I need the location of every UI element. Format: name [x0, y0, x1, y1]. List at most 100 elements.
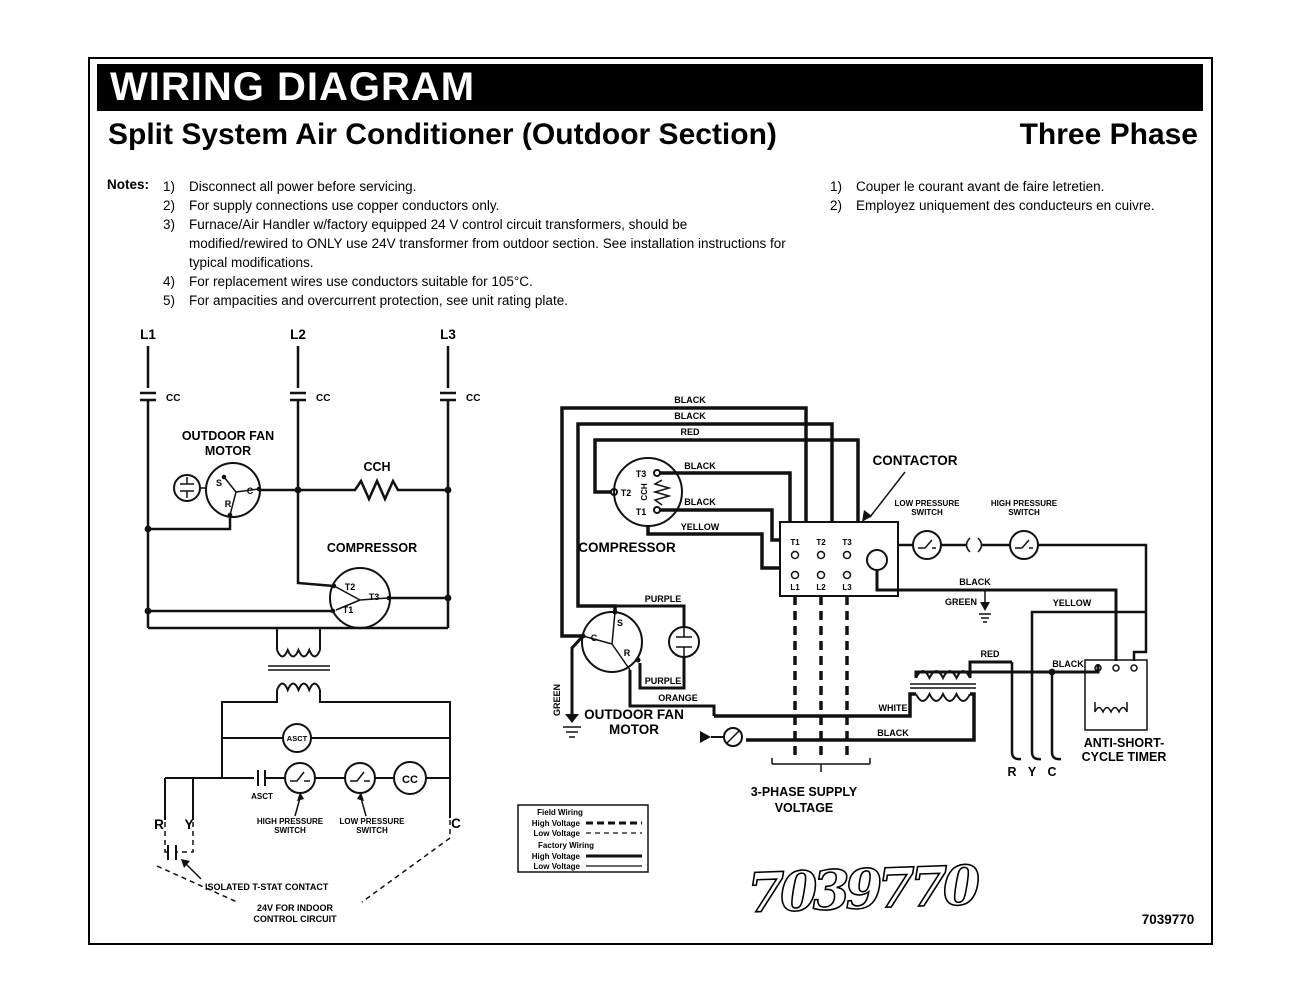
terminal-c-label: C	[451, 816, 461, 831]
hp-switch-contact	[1015, 539, 1033, 549]
notes-english: 1) Disconnect all power before servicing…	[163, 177, 788, 310]
red-wire-2	[968, 660, 1012, 678]
ground-arrowhead	[980, 602, 990, 611]
tstat-contact-bars	[167, 845, 177, 860]
timer-box	[1084, 659, 1148, 731]
lp-switch-contact	[350, 771, 370, 782]
compressor-label: COMPRESSOR	[327, 541, 417, 555]
compressor-t3-label: T3	[636, 469, 647, 479]
compressor-cch-label: CCH	[640, 483, 649, 501]
black-wire-4	[660, 508, 780, 542]
control-row-wire	[165, 770, 450, 786]
transformer-secondary-coil	[276, 682, 321, 693]
wire-label-black-5: BLACK	[959, 577, 991, 587]
supply-label-1: 3-PHASE SUPPLY	[751, 785, 858, 799]
wire-label-black-3: BLACK	[684, 461, 716, 471]
compressor-t2-label: T2	[345, 582, 356, 592]
contactor-arrowhead	[862, 510, 872, 522]
cc-contact-label-2: CC	[316, 393, 330, 404]
supply-label-2: VOLTAGE	[775, 801, 834, 815]
fan-motor-symbol	[581, 611, 643, 673]
hp-switch-label-2: SWITCH	[1008, 508, 1040, 517]
wire-label-black-7: BLACK	[1052, 659, 1084, 669]
transformer-core	[268, 665, 330, 671]
contactor-label: CONTACTOR	[873, 453, 958, 468]
red-wire-1	[593, 438, 860, 522]
lp-arrowhead	[357, 792, 364, 801]
wire-label-yellow-1: YELLOW	[681, 522, 720, 532]
contactor-t1-terminal	[790, 550, 800, 560]
compressor-t1-label: T1	[343, 605, 354, 615]
notes-french: 1) Couper le courant avant de faire letr…	[830, 177, 1205, 215]
contactor-l3-terminal	[842, 570, 852, 580]
hp-arrowhead	[297, 792, 304, 801]
yellow-wire-1	[646, 526, 780, 570]
terminal-stubs	[164, 778, 451, 820]
indoor-circuit-label-1: 24V FOR INDOOR	[257, 903, 334, 913]
cc-coil-symbol	[393, 761, 427, 795]
wire-label-black-2: BLACK	[674, 411, 706, 421]
fan-motor-title-1: OUTDOOR FAN	[584, 707, 684, 722]
transformer-primary-coil	[276, 647, 321, 658]
legend-field-title: Field Wiring	[537, 808, 583, 817]
note-row: 1) Couper le courant avant de faire letr…	[830, 177, 1205, 196]
part-number: 7039770	[1142, 912, 1195, 927]
wire-label-green-1: GREEN	[945, 597, 977, 607]
timer-terminal	[1112, 664, 1120, 672]
hp-switch-label-1: HIGH PRESSURE	[257, 817, 324, 826]
secondary-rails	[221, 690, 451, 778]
junction-dot	[294, 486, 302, 494]
fan-motor-title-2: MOTOR	[609, 722, 659, 737]
fan-motor-title-1: OUTDOOR FAN	[182, 429, 274, 443]
note-number: 2)	[830, 198, 843, 213]
contactor-box	[779, 521, 899, 597]
white-wire	[714, 692, 916, 718]
compressor-t1-label: T1	[636, 507, 647, 517]
purple-wire-1	[615, 604, 686, 627]
transformer-primary-coil	[915, 691, 971, 702]
wire-label-red-2: RED	[980, 649, 1000, 659]
asct-coil-symbol	[282, 723, 312, 753]
phase-label: Three Phase	[1019, 118, 1198, 151]
supply-field-wires	[793, 596, 849, 758]
tstat-arrowhead	[181, 859, 190, 868]
note-row: 1) Disconnect all power before servicing…	[163, 177, 788, 196]
wire-label-black-4: BLACK	[684, 497, 716, 507]
contactor-coil	[866, 549, 888, 571]
transformer-primary-leads	[276, 628, 321, 650]
cch-heater-wire	[260, 477, 448, 503]
note-text: For ampacities and overcurrent protectio…	[189, 293, 568, 308]
page-border	[88, 57, 1213, 945]
note-number: 4)	[163, 274, 176, 289]
note-number: 3)	[163, 217, 176, 232]
terminal-c-label: C	[1047, 765, 1056, 779]
note-text: Employez uniquement des conducteurs en c…	[856, 198, 1155, 213]
fan-terminal-s	[221, 474, 227, 480]
part-number-stamp: 7039770	[746, 853, 981, 925]
page-title: WIRING DIAGRAM	[110, 65, 476, 109]
note-number: 2)	[163, 198, 176, 213]
contactor-l1-terminal	[790, 570, 800, 580]
note-text: For replacement wires use conductors sui…	[189, 274, 533, 289]
contactor-l1-label: L1	[790, 583, 800, 592]
wire-label-white: WHITE	[879, 703, 908, 713]
junction-dot	[144, 525, 152, 533]
contactor-l3-label: L3	[842, 583, 852, 592]
capacitor-plates	[676, 627, 692, 657]
compressor-terminal-t3	[653, 469, 661, 477]
line-l3-label: L3	[440, 327, 456, 342]
timer-terminal	[1094, 664, 1102, 672]
hp-switch-label-2: SWITCH	[274, 826, 306, 835]
wire-label-black-6: BLACK	[877, 728, 909, 738]
lp-switch-label-2: SWITCH	[911, 508, 943, 517]
fan-terminal-s	[612, 609, 618, 615]
right-connection-diagram: CCH T3 T2 T1 COMPRESSOR BLACK BLACK RED …	[552, 395, 1166, 815]
line-l1-label: L1	[140, 327, 156, 342]
indoor-circuit-field-wires	[156, 820, 451, 903]
l3-rail	[440, 346, 456, 628]
indoor-circuit-label-2: CONTROL CIRCUIT	[253, 914, 337, 924]
transformer-core	[910, 683, 976, 689]
compressor-cch-heater	[652, 479, 672, 506]
junction-dot	[444, 594, 452, 602]
